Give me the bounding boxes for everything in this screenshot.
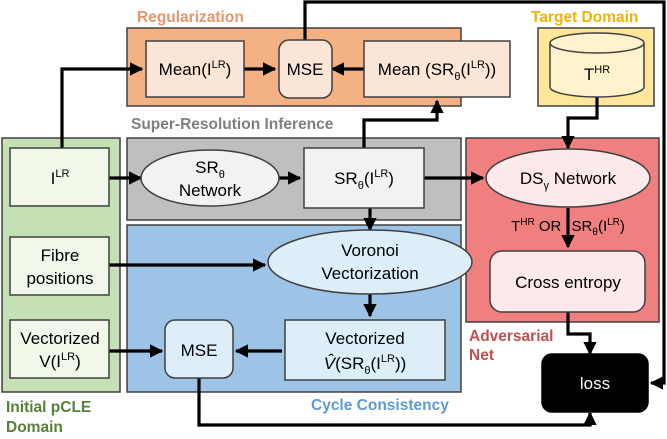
vectorized-input-line1: Vectorized — [20, 329, 99, 348]
mean-sr-label: Mean (SRθ(ILR)) — [378, 59, 496, 83]
vectorized-input-line2: V(ILR) — [39, 351, 80, 371]
input-lr-node — [9, 147, 110, 207]
mean-input-label: Mean(ILR) — [159, 59, 232, 79]
edge-input-to-mean — [60, 62, 144, 148]
cross-entropy-node — [489, 250, 646, 313]
initial-pcle-label-line2: Domain — [6, 419, 63, 436]
mse-bottom-label: MSE — [181, 341, 218, 360]
mse-top-node — [278, 39, 333, 99]
sr-network-label-line1: SRθ — [195, 158, 225, 181]
or-label: THR OR SRθ(ILR) — [511, 217, 625, 238]
target-domain-label: Target Domain — [531, 9, 638, 26]
voronoi-line2: Vectorization — [321, 264, 418, 283]
adversarial-label-line2: Net — [469, 347, 494, 364]
mse-bottom-node — [164, 319, 234, 379]
sr-network-label-line2: Network — [179, 181, 242, 200]
loss-node — [541, 353, 649, 413]
cycle-consistency-label: Cycle Consistency — [311, 397, 449, 414]
mean-sr-node — [363, 40, 511, 98]
adversarial-label-line1: Adversarial — [469, 328, 553, 345]
edge-msebottom-to-loss — [197, 378, 597, 427]
voronoi-line1: Voronoi — [341, 241, 399, 260]
target-database-label: THR — [584, 64, 610, 84]
sr-output-node — [303, 147, 425, 209]
vectorized-input-node — [9, 319, 110, 379]
edge-mse-to-loss — [303, 0, 666, 390]
edge-crossentropy-to-loss — [566, 312, 597, 356]
edge-target-to-ds — [561, 97, 599, 150]
edge-sroutput-to-meansr — [362, 99, 444, 148]
fibre-positions-line1: Fibre — [41, 246, 80, 265]
input-lr-label: ILR — [51, 168, 70, 188]
target-database-icon — [549, 32, 645, 98]
ds-network-node — [485, 148, 651, 208]
sr-network-node — [140, 149, 280, 207]
vectorized-sr-line1: Vectorized — [325, 329, 404, 348]
sr-output-label: SRθ(ILR) — [334, 168, 394, 192]
super-resolution-label: Super-Resolution Inference — [131, 116, 334, 133]
fibre-positions-line2: positions — [26, 269, 93, 288]
regularization-label: Regularization — [137, 9, 244, 26]
ds-network-label: DSγ Network — [520, 169, 617, 192]
mean-input-node — [145, 40, 245, 98]
mse-top-label: MSE — [287, 60, 324, 79]
cross-entropy-label: Cross entropy — [515, 273, 621, 292]
fibre-positions-node — [9, 236, 110, 296]
vectorized-sr-node — [284, 319, 446, 381]
voronoi-node — [267, 229, 473, 295]
vectorized-sr-line2: V̂(SRθ(ILR)) — [324, 353, 407, 377]
loss-label: loss — [580, 374, 610, 393]
initial-pcle-label-line1: Initial pCLE — [6, 399, 91, 416]
